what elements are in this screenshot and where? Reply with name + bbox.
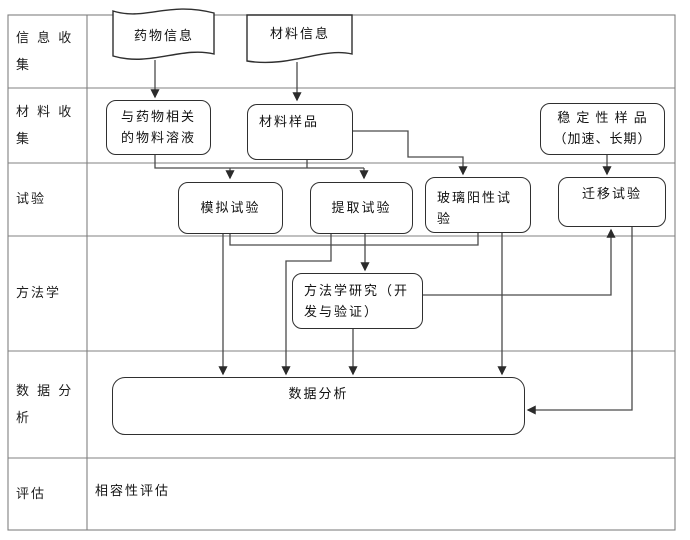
row-label-material-collection: 材 料 收 集 xyxy=(16,88,82,163)
row-label-line: 试验 xyxy=(16,192,47,207)
arrow-materialsample-to-glasstest xyxy=(353,130,468,176)
node-methodology-study: 方法学研究（开 发与验证） xyxy=(292,273,423,329)
node-drug-related-solution: 与药物相关 的物料溶液 xyxy=(106,100,211,155)
material-info-document-shape xyxy=(246,14,353,64)
node-simulation-test: 模拟试验 xyxy=(178,182,283,234)
node-data-analysis: 数据分析 xyxy=(112,377,525,435)
row-label-data-analysis: 数 据 分 析 xyxy=(16,351,82,458)
row-label-line: 数 据 分 xyxy=(16,383,74,399)
node-stability-sample: 稳 定 性 样 品 （加速、长期） xyxy=(540,103,665,155)
row-label-line: 方法学 xyxy=(16,286,62,301)
bus-collection-row xyxy=(154,153,364,169)
node-text-line: 迁移试验 xyxy=(581,187,642,202)
bus-test-row xyxy=(229,233,479,246)
node-glass-positive-test: 玻璃阳性试 验 xyxy=(425,177,531,233)
row-label-test: 试验 xyxy=(16,163,82,236)
arrow-extraction-to-dataanalysis xyxy=(281,234,332,376)
row-label-line: 材 料 收 xyxy=(16,104,74,120)
row-label-line: 集 xyxy=(16,57,32,73)
node-text-line: 模拟试验 xyxy=(200,200,261,216)
node-text-line: （加速、长期） xyxy=(553,132,652,147)
node-text-line: 数据分析 xyxy=(288,387,349,402)
row-label-line: 析 xyxy=(16,410,32,426)
row-label-line: 集 xyxy=(16,131,32,147)
drug-info-node-label: 药物信息 xyxy=(133,29,194,44)
node-text-line: 发与验证） xyxy=(304,305,380,320)
drug-info-tape-shape xyxy=(112,8,215,60)
node-text-line: 提取试验 xyxy=(331,200,392,216)
row-label-line: 评估 xyxy=(16,486,47,502)
row-label-information-collection: 信 息 收 集 xyxy=(16,15,82,88)
row-label-methodology: 方法学 xyxy=(16,236,82,351)
node-text-line: 稳 定 性 样 品 xyxy=(557,111,648,126)
node-material-sample: 材料样品 xyxy=(247,104,353,160)
node-migration-test: 迁移试验 xyxy=(558,177,666,227)
node-text-line: 玻璃阳性试 xyxy=(437,191,513,206)
material-info-node-label: 材料信息 xyxy=(269,27,330,42)
arrow-methodology-to-migration xyxy=(423,228,616,296)
node-text-line: 材料样品 xyxy=(259,115,320,130)
arrow-migration-to-dataanalysis xyxy=(526,227,633,415)
row-label-evaluation: 评估 xyxy=(16,458,82,530)
compatibility-evaluation-text: 相容性评估 xyxy=(95,484,171,499)
node-text-line: 方法学研究（开 xyxy=(304,284,410,299)
flow-connectors xyxy=(150,60,633,415)
node-extraction-test: 提取试验 xyxy=(310,182,413,234)
node-text-line: 验 xyxy=(437,212,453,227)
node-text-line: 与药物相关 xyxy=(120,109,196,125)
row-label-line: 信 息 收 xyxy=(16,30,74,46)
node-text-line: 的物料溶液 xyxy=(120,130,196,146)
